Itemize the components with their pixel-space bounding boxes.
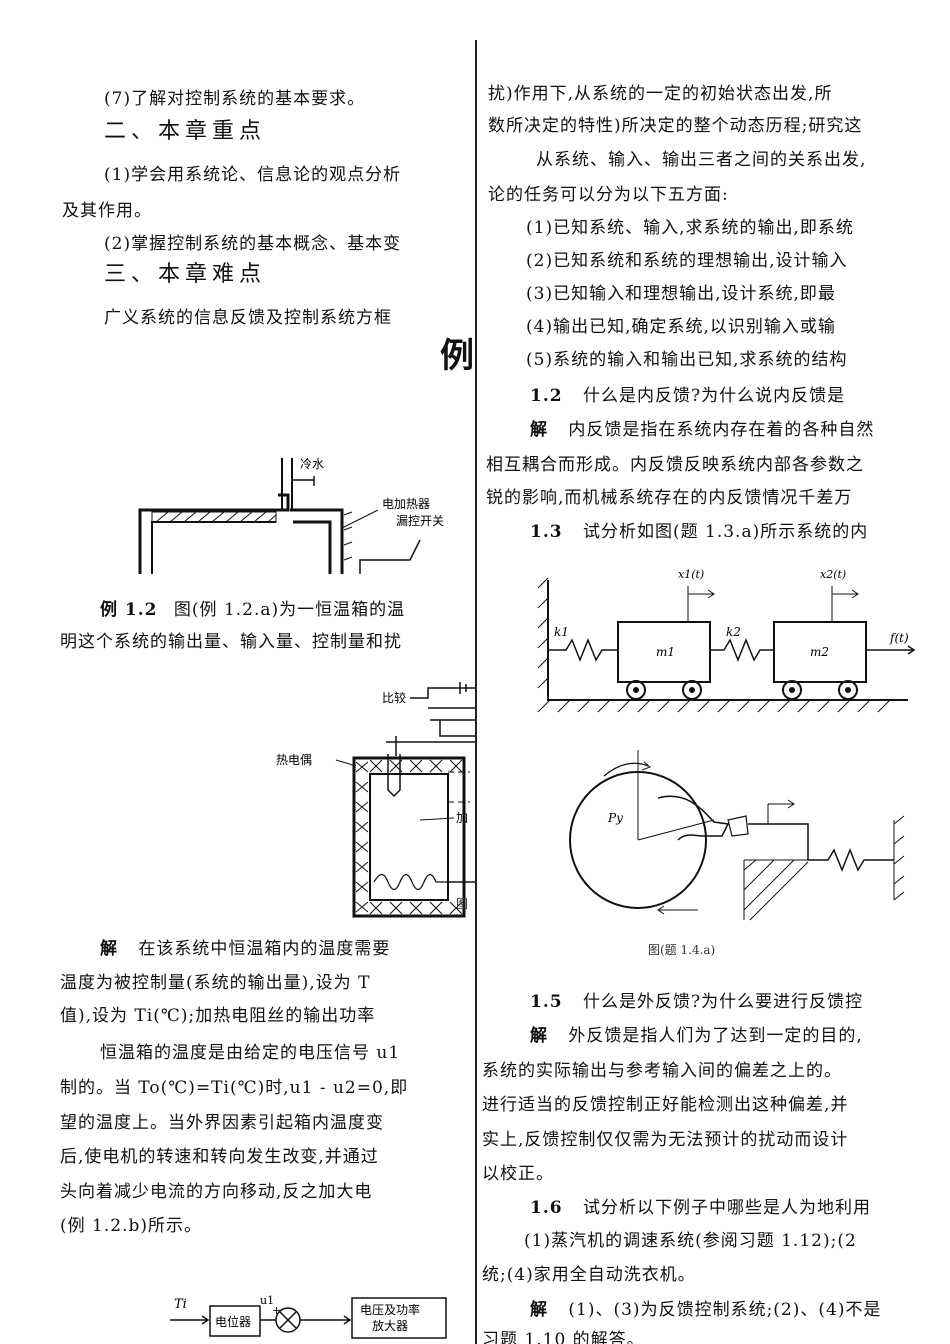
solution-text: 在该系统中恒温箱内的温度需要 [138, 939, 391, 959]
solution-line8: 头向着减少电流的方向移动,反之加大电 [60, 1182, 373, 1202]
label-py: Py [607, 811, 623, 825]
block-diagram-fragment: Ti 电位器 u1 + 电压及功率 放大器 [170, 1294, 447, 1339]
question-number: 1.6 [530, 1198, 563, 1218]
svg-text:+: + [272, 1304, 281, 1317]
solution-line1: 解 在该系统中恒温箱内的温度需要 [100, 937, 390, 961]
label-k1: k1 [554, 625, 569, 639]
continuation-line2: 数所决定的特性)所决定的整个动态历程;研究这 [488, 116, 863, 136]
solution-label: 解 [100, 939, 118, 959]
label-x2: x2(t) [820, 568, 846, 581]
key-point-1-cont: 及其作用。 [62, 201, 152, 221]
answer-1-2-line1: 解 内反馈是指在系统内存在着的各种自然 [530, 418, 874, 442]
block-amp-line1: 电压及功率 [360, 1302, 420, 1317]
task-5: (5)系统的输入和输出已知,求系统的结构 [526, 350, 848, 370]
example-text: 图(例 1.2.a)为一恒温箱的温 [173, 600, 406, 620]
example-number: 例 1.2 [100, 600, 158, 620]
solution-line7: 后,使电机的转速和转向发生改变,并通过 [60, 1147, 379, 1167]
question-number: 1.2 [530, 386, 563, 406]
label-compare: 比较 [382, 690, 406, 705]
solution-line4: 恒温箱的温度是由给定的电压信号 u1 [100, 1043, 401, 1063]
answer-1-2-line3: 锐的影响,而机械系统存在的内反馈情况千差万 [486, 488, 853, 508]
answer-label: 解 [530, 420, 548, 440]
block-input-ti: Ti [174, 1297, 187, 1312]
solution-line5: 制的。当 To(℃)=Ti(℃)时,u1 - u2=0,即 [60, 1078, 409, 1098]
left-column: (7)了解对控制系统的基本要求。 二、本章重点 (1)学会用系统论、信息论的观点… [60, 89, 476, 1339]
column-divider [475, 40, 477, 1344]
question-1-3: 1.3 试分析如图(题 1.3.a)所示系统的内 [530, 520, 868, 544]
label-m2: m2 [810, 645, 829, 659]
mass-spring-figure: k1 m1 k2 m2 f(t) x1(t) x2(t) [537, 568, 916, 713]
answer-1-6-tail: 习题 1.10 的解答。 [482, 1330, 645, 1344]
section-heading-key-points: 二、本章重点 [104, 119, 267, 144]
task-1: (1)已知系统、输入,求系统的输出,即系统 [526, 218, 854, 238]
right-column: 扰)作用下,从系统的一定的初始状态出发,所 数所决定的特性)所决定的整个动态历程… [478, 0, 950, 1344]
question-text: 什么是内反馈?为什么说内反馈是 [582, 386, 846, 406]
label-k2: k2 [726, 625, 741, 639]
answer-1-6: 解 (1)、(3)为反馈控制系统;(2)、(4)不是 [530, 1298, 881, 1322]
question-text: 试分析如图(题 1.3.a)所示系统的内 [582, 522, 869, 542]
key-point-2: (2)掌握控制系统的基本概念、基本变 [104, 234, 402, 254]
label-cold-water: 冷水 [300, 457, 324, 471]
figure-caption-1-4a: 图(题 1.4.a) [648, 943, 716, 957]
answer-text: (1)、(3)为反馈控制系统;(2)、(4)不是 [568, 1300, 882, 1320]
label-force: f(t) [889, 631, 909, 645]
solution-line9: (例 1.2.b)所示。 [60, 1216, 202, 1236]
label-x1: x1(t) [678, 568, 704, 581]
question-text: 试分析以下例子中哪些是人为地利用 [582, 1198, 871, 1218]
question-1-2: 1.2 什么是内反馈?为什么说内反馈是 [530, 384, 845, 408]
question-number: 1.3 [530, 522, 563, 542]
answer-label: 解 [530, 1026, 548, 1046]
question-number: 1.5 [530, 992, 563, 1012]
example-1-2-line2: 明这个系统的输出量、输入量、控制量和扰 [60, 632, 402, 652]
objective-7: (7)了解对控制系统的基本要求。 [104, 89, 366, 109]
answer-text: 外反馈是指人们为了达到一定的目的, [568, 1026, 863, 1046]
difficulty-text: 广义系统的信息反馈及控制系统方框 [104, 308, 392, 328]
block-potentiometer: 电位器 [215, 1314, 251, 1329]
solution-line6: 望的温度上。当外界因素引起箱内温度变 [60, 1113, 384, 1133]
key-point-1: (1)学会用系统论、信息论的观点分析 [104, 165, 402, 185]
answer-1-5-line1: 解 外反馈是指人们为了达到一定的目的, [530, 1024, 863, 1048]
answer-1-5-line3: 进行适当的反馈控制正好能检测出这种偏差,并 [482, 1095, 849, 1115]
label-electric-heater: 电加热器 [382, 497, 430, 511]
figure-caption-fragment: 图 [456, 897, 469, 911]
section-heading-difficulties: 三、本章难点 [104, 262, 267, 287]
thermostat-schematic-figure: 比较 热电偶 加 [276, 682, 476, 918]
question-1-6-items: (1)蒸汽机的调速系统(参阅习题 1.12);(2 [524, 1231, 857, 1251]
solution-line2: 温度为被控制量(系统的输出量),设为 T [60, 973, 371, 993]
continuation-line1: 扰)作用下,从系统的一定的初始状态出发,所 [488, 84, 833, 104]
task-3: (3)已知输入和理想输出,设计系统,即最 [526, 284, 836, 304]
task-4: (4)输出已知,确定系统,以识别输入或输 [526, 317, 836, 337]
solution-line3: 值),设为 Ti(℃);加热电阻丝的输出功率 [60, 1006, 376, 1026]
answer-text: 内反馈是指在系统内存在着的各种自然 [568, 420, 875, 440]
label-thermocouple: 热电偶 [276, 753, 312, 767]
example-heading: 例 [440, 336, 475, 376]
question-1-6-items-cont: 统;(4)家用全自动洗衣机。 [482, 1265, 696, 1285]
label-leak-switch: 漏控开关 [396, 514, 444, 528]
question-1-6: 1.6 试分析以下例子中哪些是人为地利用 [530, 1196, 871, 1220]
task-2: (2)已知系统和系统的理想输出,设计输入 [526, 251, 848, 271]
tasks-intro: 从系统、输入、输出三者之间的关系出发, [536, 150, 867, 170]
block-u1: u1 [260, 1294, 274, 1307]
answer-1-2-line2: 相互耦合而形成。内反馈反映系统内部各参数之 [486, 455, 864, 475]
cam-spring-figure: Py [569, 750, 905, 921]
question-1-5: 1.5 什么是外反馈?为什么要进行反馈控 [530, 990, 863, 1014]
question-text: 什么是外反馈?为什么要进行反馈控 [582, 992, 864, 1012]
label-heater-fragment: 加 [456, 811, 468, 825]
answer-1-5-line2: 系统的实际输出与参考输入间的偏差之上的。 [482, 1061, 842, 1081]
tasks-intro-cont: 论的任务可以分为以下五方面: [488, 185, 729, 205]
example-1-2-line1: 例 1.2 图(例 1.2.a)为一恒温箱的温 [100, 598, 405, 622]
label-m1: m1 [656, 645, 675, 659]
answer-1-5-line5: 以校正。 [482, 1164, 554, 1184]
block-amp-line2: 放大器 [372, 1318, 408, 1333]
answer-1-5-line4: 实上,反馈控制仅仅需为无法预计的扰动而设计 [482, 1130, 849, 1150]
answer-label: 解 [530, 1300, 548, 1320]
thermostat-box-figure: 冷水 电加热器 漏控开关 [138, 457, 444, 574]
